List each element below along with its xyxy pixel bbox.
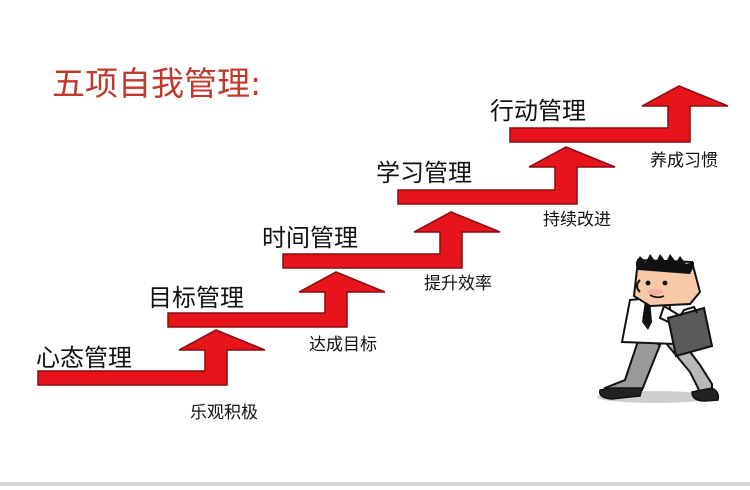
step-label-2: 目标管理 xyxy=(148,284,244,312)
step-note-2: 达成目标 xyxy=(309,335,377,355)
bottom-divider xyxy=(0,482,750,486)
step-arrow-5 xyxy=(509,85,729,143)
page-title: 五项自我管理: xyxy=(52,64,261,103)
step-arrow-3 xyxy=(282,211,501,269)
step-arrow-1 xyxy=(37,329,266,386)
step-arrow-4 xyxy=(397,146,616,205)
step-arrow-2 xyxy=(167,271,386,328)
step-note-3: 提升效率 xyxy=(424,274,492,294)
step-label-3: 时间管理 xyxy=(262,224,358,252)
walking-businessman-icon xyxy=(597,254,720,403)
step-note-5: 养成习惯 xyxy=(650,151,718,171)
step-label-5: 行动管理 xyxy=(490,97,586,125)
step-note-1: 乐观积极 xyxy=(190,403,258,423)
step-label-1: 心态管理 xyxy=(36,344,132,372)
step-label-4: 学习管理 xyxy=(376,159,472,187)
step-note-4: 持续改进 xyxy=(543,210,611,230)
